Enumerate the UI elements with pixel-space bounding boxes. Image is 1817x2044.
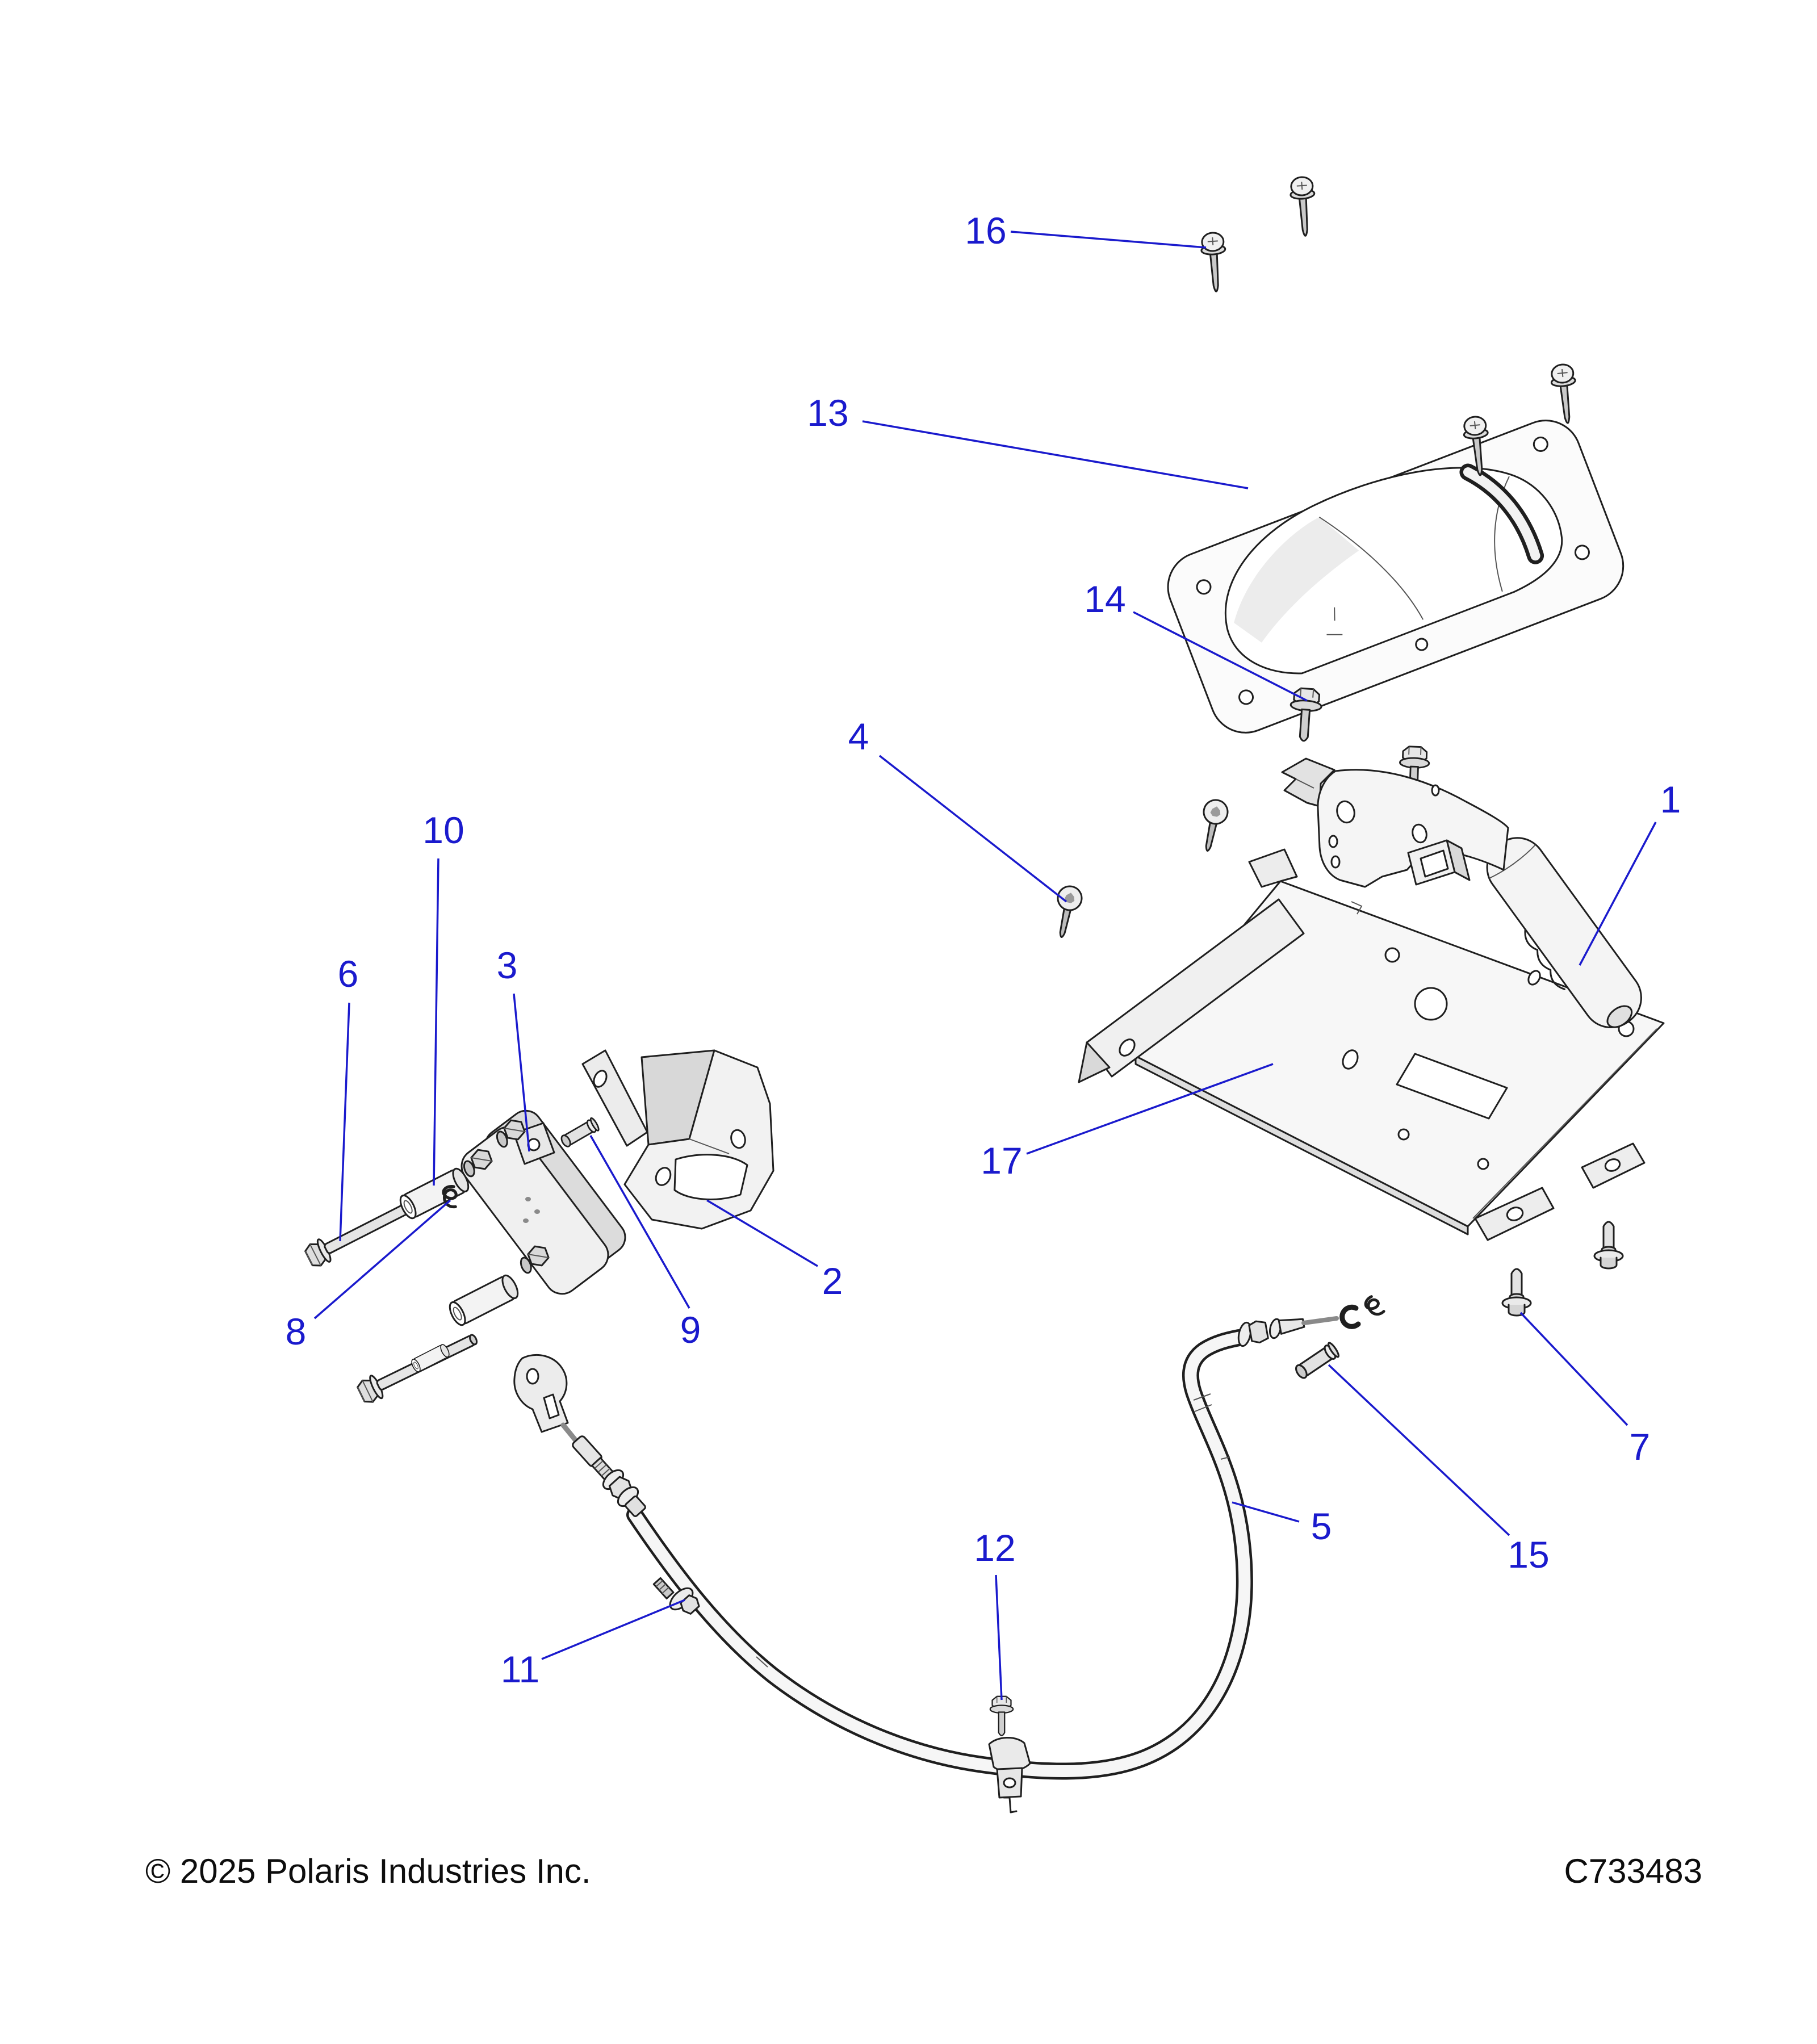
leader-lines [313,231,1657,1700]
clevis-pin-cable [1292,1341,1341,1382]
callout-16[interactable]: 16 [965,210,1006,252]
leader-line-14 [1133,611,1308,702]
leader-line-5 [1232,1501,1300,1523]
hairpin-clip-cable [1364,1295,1384,1317]
leader-line-10 [433,858,439,1186]
cover-boot [1167,420,1625,734]
torx-screws [1049,797,1231,941]
cable-clamp [988,1736,1031,1813]
clamp-hex-screw [989,1695,1014,1736]
parking-brake-lever [1281,757,1642,1029]
callout-1[interactable]: 1 [1660,778,1681,820]
callouts: 1 2 3 4 5 6 7 8 9 10 11 12 13 14 15 16 1… [286,210,1681,1690]
mounting-plate [1078,848,1665,1241]
leader-line-1 [1579,822,1657,966]
leader-line-15 [1328,1364,1510,1536]
leader-line-4 [878,755,1067,903]
cable-bracket [581,1049,774,1230]
callout-10[interactable]: 10 [422,809,464,851]
callout-4[interactable]: 4 [848,715,869,757]
brake-cable [513,1304,1361,1813]
push-rivet-screws [1501,1221,1624,1317]
copyright-notice: © 2025 Polaris Industries Inc. [145,1852,591,1890]
cable-end-fitting [1237,1304,1361,1347]
leader-line-2 [706,1199,818,1267]
callout-6[interactable]: 6 [338,953,359,995]
leader-line-13 [862,420,1249,489]
callout-9[interactable]: 9 [680,1309,701,1351]
leader-line-9 [589,1135,690,1309]
callout-12[interactable]: 12 [974,1527,1015,1569]
callout-2[interactable]: 2 [822,1260,843,1302]
callout-11[interactable]: 11 [501,1648,540,1690]
leader-line-3 [513,993,530,1152]
clevis-pin [558,1116,601,1150]
callout-15[interactable]: 15 [1508,1534,1549,1576]
callout-7[interactable]: 7 [1630,1426,1651,1468]
drawing-code: C733483 [1564,1852,1702,1890]
leader-line-12 [995,1574,1003,1700]
hex-flange-bolt-long [302,1188,483,1407]
callout-8[interactable]: 8 [286,1310,307,1352]
bracket-assembly [459,1109,626,1295]
leader-line-16 [1010,231,1207,249]
leader-line-17 [1026,1063,1274,1155]
leader-line-6 [339,1002,350,1242]
leader-line-11 [541,1599,685,1660]
callout-5[interactable]: 5 [1311,1505,1332,1547]
clevis-fork [513,1354,569,1433]
callout-14[interactable]: 14 [1084,578,1125,620]
callout-3[interactable]: 3 [497,944,518,986]
leader-line-7 [1519,1312,1628,1426]
callout-13[interactable]: 13 [807,392,848,434]
callout-17[interactable]: 17 [981,1140,1022,1182]
leader-line-8 [313,1199,451,1320]
